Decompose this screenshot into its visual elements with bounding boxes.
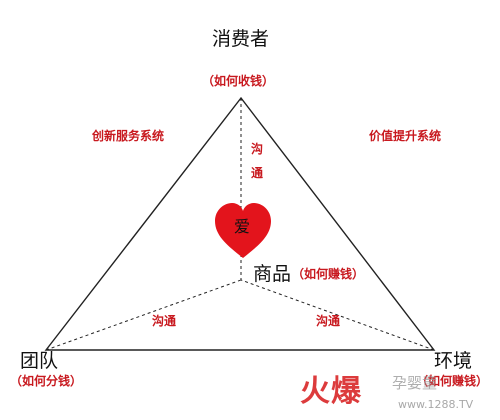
node-environment-title: 环境 — [434, 350, 473, 372]
dashed-line-left — [45, 279, 242, 351]
side-label-right: 价值提升系统 — [369, 129, 442, 143]
node-consumer-title: 消费者 — [212, 28, 270, 50]
edge-label-lower-right: 沟通 — [316, 314, 341, 328]
heart-icon — [215, 203, 271, 258]
node-product-title: 商品 — [253, 263, 292, 285]
node-consumer-subtitle: （如何收钱） — [202, 74, 275, 88]
watermark-site: 孕婴童 — [392, 374, 438, 392]
watermark-url: www.1288.TV — [398, 398, 474, 411]
watermark-brand: 火爆 — [300, 374, 362, 409]
side-label-left: 创新服务系统 — [92, 129, 165, 143]
node-team-subtitle: （如何分钱） — [10, 374, 83, 388]
outer-triangle — [44, 96, 436, 351]
edge-label-vertical-2: 通 — [250, 166, 263, 180]
heart-label: 爱 — [234, 217, 251, 236]
dashed-line-right — [240, 279, 435, 351]
edge-label-vertical-1: 沟 — [250, 142, 263, 156]
node-environment-subtitle: （如何赚钱） — [416, 374, 489, 388]
edge-label-lower-left: 沟通 — [152, 314, 177, 328]
node-product-subtitle: （如何赚钱） — [292, 267, 365, 281]
node-team-title: 团队 — [20, 350, 59, 372]
